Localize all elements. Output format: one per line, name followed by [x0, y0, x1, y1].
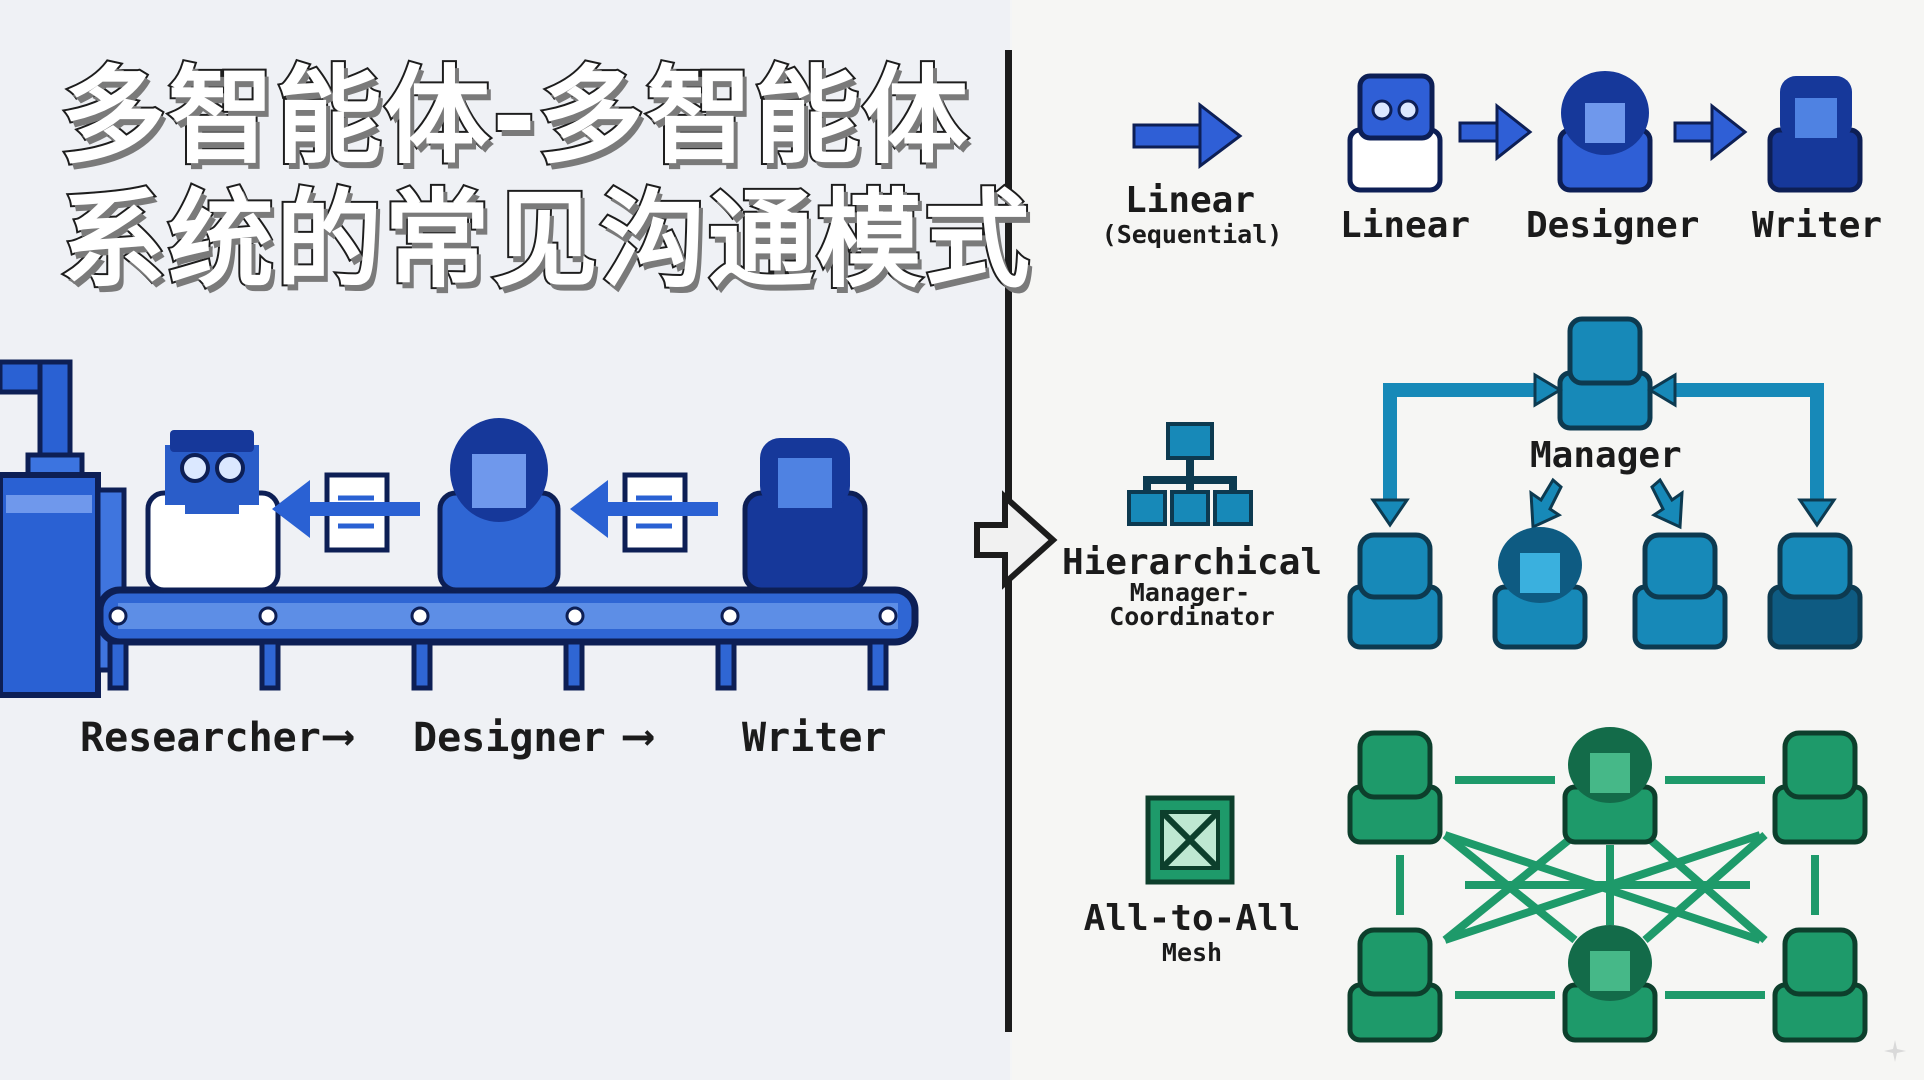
mesh-agent: [1562, 925, 1658, 1043]
arrow-icon: [1458, 102, 1533, 162]
mesh-box-icon: [1145, 795, 1235, 885]
hierarchical-mode-sub-1: Manager-: [1129, 578, 1251, 607]
linear-agent-1: [1347, 73, 1443, 193]
hierarchy-connectors: [1383, 383, 1824, 503]
pipeline-label-writer: Writer: [742, 715, 887, 761]
page-title: 多智能体-多智能体 系统的常见沟通模式: [58, 53, 1032, 304]
pipe-icon: [0, 359, 85, 480]
linear-mode-sub: (Sequential): [1101, 220, 1283, 249]
worker-agent: [1347, 532, 1443, 650]
linear-flow-label-2: Designer: [1526, 205, 1700, 246]
sparkle-icon: [1884, 1040, 1906, 1062]
arrow-glyph: ⟶: [625, 710, 652, 761]
researcher-agent: [145, 430, 281, 593]
mesh-agent: [1347, 730, 1443, 845]
mesh-mode-label: All-to-All: [1083, 898, 1301, 939]
pipeline-label-designer: Designer: [413, 715, 606, 761]
arrow-icon: [272, 480, 420, 538]
arrow-icon: [570, 480, 718, 538]
divider-arrow-icon: [974, 490, 1058, 590]
conveyor-pipeline: [0, 359, 919, 698]
mesh-agent: [1772, 730, 1868, 845]
worker-agent: [1767, 532, 1863, 650]
linear-flow-label-1: Linear: [1340, 205, 1471, 246]
title-line-1: 多智能体-多智能体: [58, 53, 970, 180]
linear-mode-label: Linear: [1124, 180, 1256, 221]
writer-agent: [742, 438, 868, 593]
arrow-icon: [1370, 372, 1837, 528]
manager-label: Manager: [1530, 435, 1682, 476]
mesh-agent: [1772, 927, 1868, 1043]
linear-flow: [1347, 71, 1863, 193]
linear-agent-3: [1767, 76, 1863, 193]
manager-agent: [1557, 316, 1653, 431]
title-line-2: 系统的常见沟通模式: [58, 177, 1032, 304]
mesh-mode-sub: Mesh: [1161, 938, 1223, 967]
arrow-glyph: ⟶: [325, 710, 352, 761]
mesh-agent: [1562, 727, 1658, 845]
org-chart-icon: [1127, 422, 1253, 526]
hierarchical-tree: [1347, 316, 1863, 650]
worker-agent: [1632, 532, 1728, 650]
mesh-connectors: [1396, 776, 1819, 999]
machine-box: [0, 472, 127, 698]
pipeline-label-researcher: Researcher: [80, 715, 321, 761]
conveyor-belt: [96, 586, 919, 691]
arrow-icon: [1529, 477, 1684, 530]
worker-agent: [1492, 527, 1588, 650]
linear-agent-2: [1557, 71, 1653, 193]
designer-agent: [437, 418, 561, 593]
mesh-network: [1347, 727, 1868, 1043]
hierarchical-mode-label: Hierarchical: [1061, 542, 1323, 583]
hierarchical-mode-sub-2: Coordinator: [1109, 602, 1275, 631]
linear-flow-label-3: Writer: [1752, 205, 1883, 246]
arrow-icon: [1673, 102, 1748, 162]
linear-arrow-icon: [1132, 101, 1243, 169]
mesh-agent: [1347, 927, 1443, 1043]
